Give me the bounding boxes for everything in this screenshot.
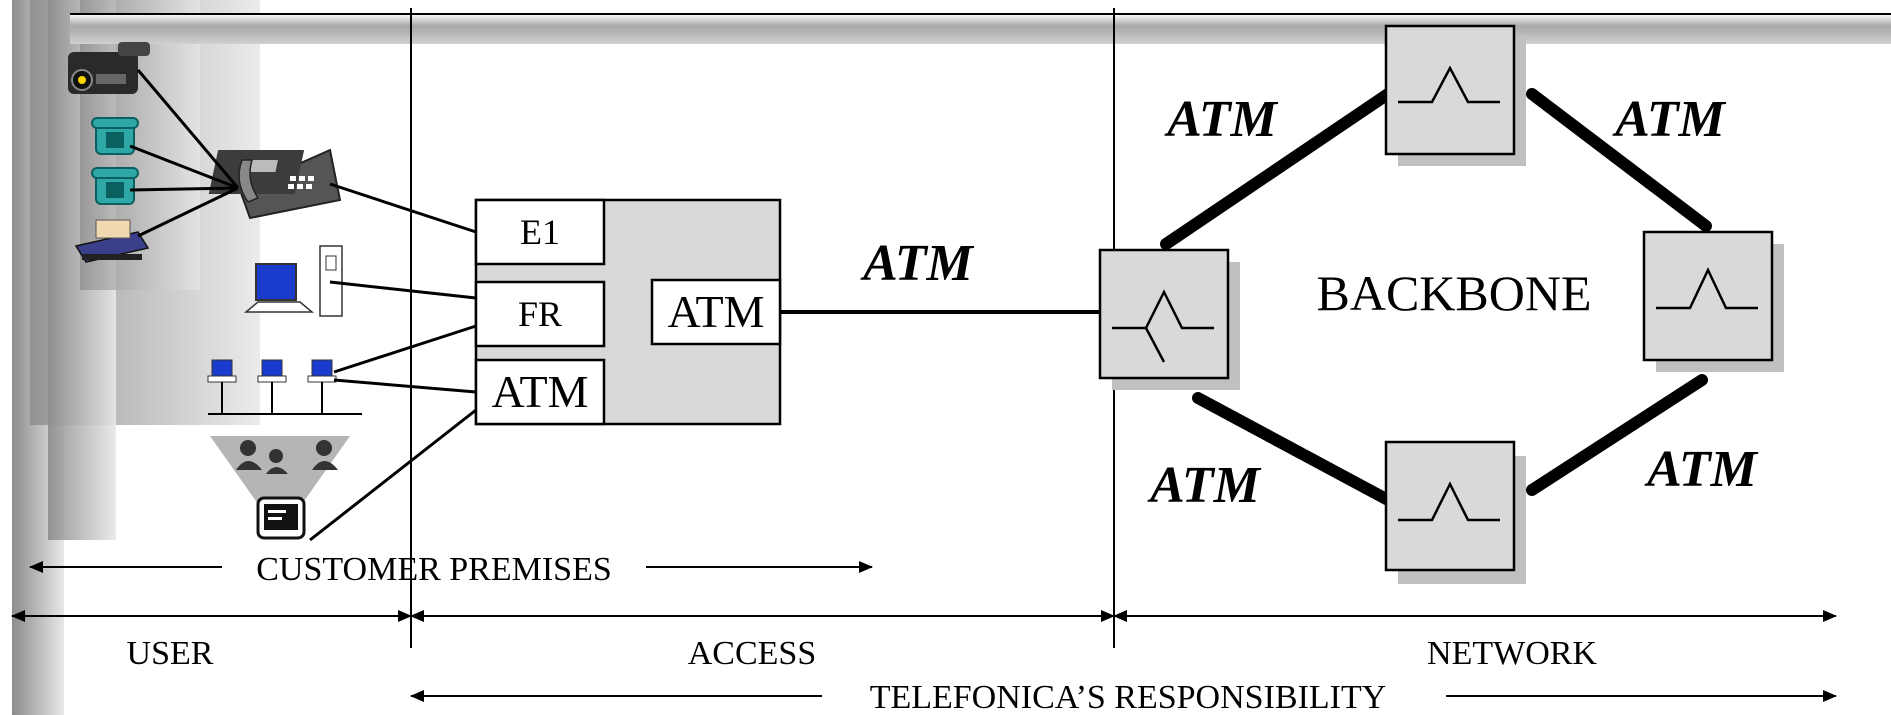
port-e1-label: E1 <box>520 212 560 252</box>
port-e1-box <box>474 198 606 266</box>
backbone-links <box>1160 88 1712 506</box>
access-label: ACCESS <box>688 635 817 672</box>
atm-link-label-top-right: ATM <box>1612 91 1727 148</box>
videoconference-icon <box>210 436 350 540</box>
video-camera-icon <box>68 42 150 94</box>
switch-icon <box>1642 230 1784 372</box>
phone-icon <box>91 167 139 205</box>
lan-terminals-icon <box>207 359 362 415</box>
user-span: USER <box>11 610 412 672</box>
computer-icon <box>243 245 343 317</box>
user-label: USER <box>127 635 214 672</box>
port-atm-label: ATM <box>491 366 588 417</box>
port-fr-label: FR <box>518 294 562 334</box>
phone-icon <box>91 117 139 155</box>
responsibility-span: TELEFONICA’S RESPONSIBILITY <box>410 679 1837 715</box>
responsibility-label: TELEFONICA’S RESPONSIBILITY <box>870 679 1387 715</box>
top-bar <box>70 14 1891 44</box>
fax-icon <box>74 219 150 263</box>
switch-icon <box>1098 248 1240 390</box>
customer-premises-span: CUSTOMER PREMISES <box>29 551 873 588</box>
atm-link-label-bottom-right: ATM <box>1644 441 1759 498</box>
device-connections <box>129 69 477 542</box>
network-span: NETWORK <box>1113 610 1837 672</box>
switch-icon <box>1384 440 1526 584</box>
access-multiplexer: E1 FR ATM ATM <box>474 198 782 426</box>
customer-premises-label: CUSTOMER PREMISES <box>256 551 612 588</box>
uplink-atm-label: ATM <box>667 286 764 337</box>
switch-icon <box>1384 24 1526 166</box>
atm-link-label-bottom-left: ATM <box>1147 457 1262 514</box>
backbone-label: BACKBONE <box>1316 265 1591 321</box>
network-label: NETWORK <box>1427 635 1597 672</box>
port-atm-box <box>474 358 606 426</box>
atm-link-label-access: ATM <box>860 235 975 292</box>
atm-link-label-top-left: ATM <box>1164 91 1279 148</box>
port-fr-box <box>474 280 606 348</box>
access-span: ACCESS <box>410 610 1115 672</box>
left-decorative-panel <box>12 0 260 715</box>
uplink-atm-box <box>650 278 782 346</box>
